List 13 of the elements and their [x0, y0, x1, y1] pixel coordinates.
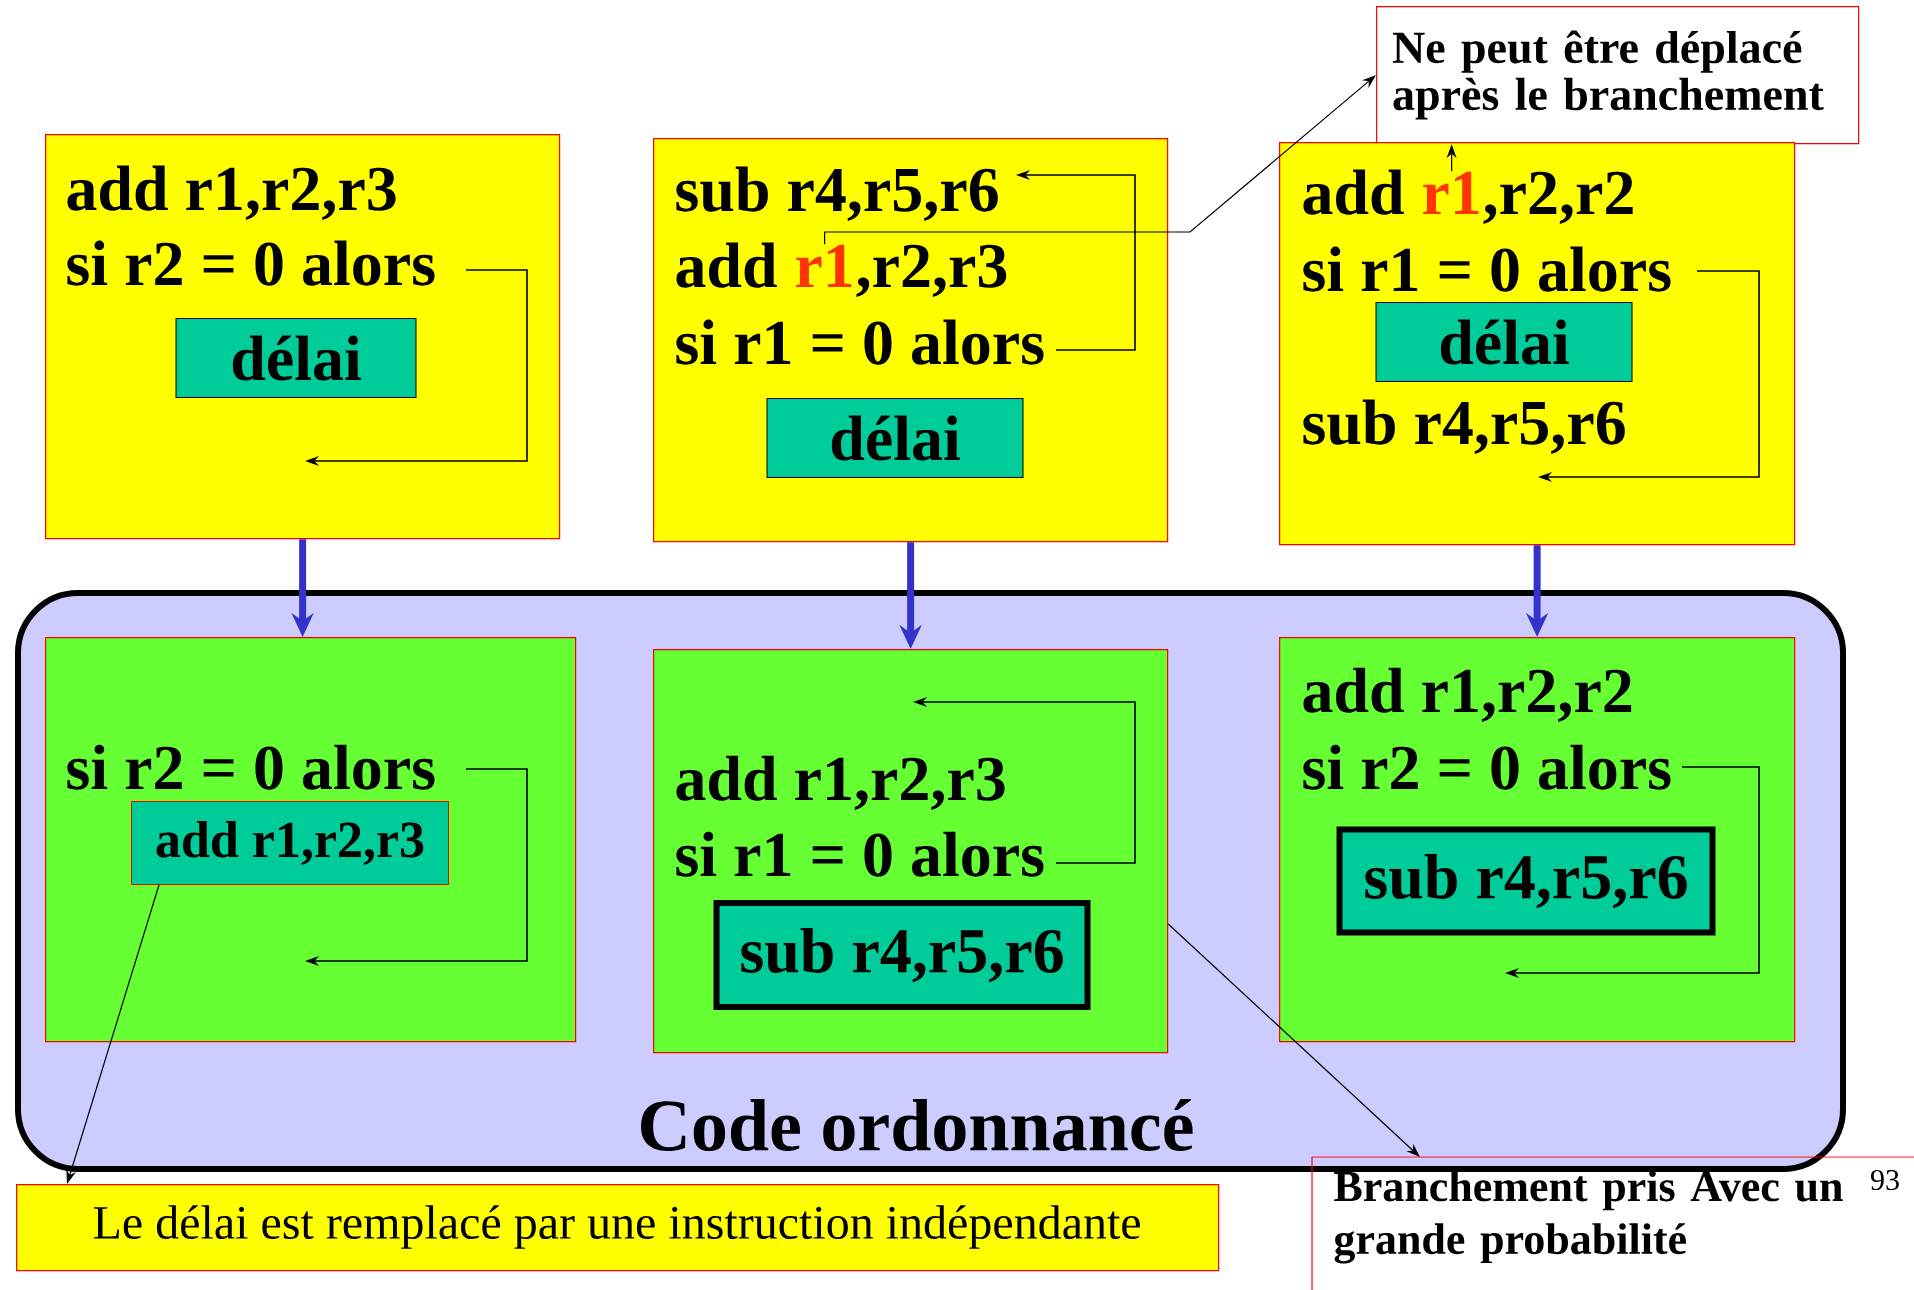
instruction-box: délai — [1375, 302, 1633, 382]
page-number: 93 — [1871, 1169, 1899, 1191]
instruction-box: sub r4,r5,r6 — [713, 900, 1091, 1010]
instruction-box: délai — [766, 398, 1024, 478]
register-name: r1 — [796, 244, 852, 287]
note-box: Le délai est remplacé par une instruction indépendante — [16, 1184, 1220, 1272]
arrow — [824, 75, 1376, 245]
register-name: r1 — [1423, 171, 1479, 214]
instruction-box: sub r4,r5,r6 — [1336, 826, 1716, 936]
arrow — [1167, 923, 1420, 1157]
instruction-box: add r1,r2,r3 — [131, 801, 449, 885]
instruction-box: délai — [175, 318, 417, 398]
callout-box: Ne peut être déplacé après le branchement — [1376, 6, 1860, 145]
